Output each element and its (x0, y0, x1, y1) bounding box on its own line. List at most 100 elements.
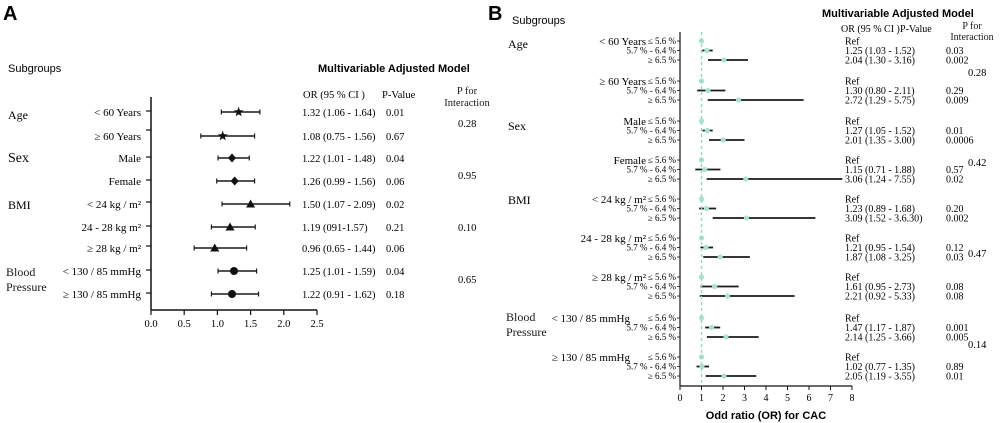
panel-b-p-value: 0.57 (946, 165, 964, 176)
panel-a-x-tick-label: 2.0 (277, 319, 290, 330)
panel-b-or-ci-value: Ref (845, 234, 860, 245)
panel-b-x-tick-label: 1 (699, 393, 704, 404)
panel-b-row: ≥ 6.5 % 2.72 (1.29 - 5.75) 0.009 (648, 95, 969, 107)
panel-b-hba1c-level: 5.7 % - 6.4 % (627, 46, 677, 56)
panel-b-point (721, 57, 727, 63)
panel-b-or-ci-value: 2.72 (1.29 - 5.75) (845, 96, 915, 107)
panel-a: A Subgroups Multivariable Adjusted Model… (3, 3, 490, 330)
panel-a-p-value: 0.02 (386, 200, 404, 211)
panel-b-row: 5.7 % - 6.4 %1.47 (1.17 - 1.87)0.001 (627, 323, 969, 335)
panel-a-x-tick-label: 1.0 (211, 319, 224, 330)
panel-b-point (724, 293, 731, 299)
panel-b-or-ci-value: Ref (845, 314, 860, 325)
panel-b-p-value: 0.02 (946, 175, 964, 186)
panel-b-point (698, 315, 705, 321)
panel-b-category-bmi: BMI (508, 193, 531, 207)
panel-b-pint-value: 0.14 (968, 340, 987, 351)
panel-a-point-diamond (228, 153, 237, 163)
panel-a-x-tick-label: 0.0 (144, 319, 157, 330)
panel-a-point-circle (228, 290, 237, 298)
panel-b-or-ci-value: 2.01 (1.35 - 3.00) (845, 136, 915, 147)
panel-b-or-ci-value: 1.15 (0.71 - 1.88) (845, 165, 915, 176)
panel-b-hba1c-level: ≤ 5.6 % (648, 272, 677, 282)
panel-a-label: A (3, 3, 17, 25)
panel-b-hba1c-level: ≤ 5.6 % (648, 352, 677, 362)
panel-b-p-value: 0.01 (946, 126, 964, 137)
panel-a-subgroups-header: Subgroups (8, 63, 62, 75)
panel-b-p-value: 0.001 (946, 323, 969, 334)
panel-b-row: ≥ 6.5 %2.05 (1.19 - 3.55)0.01 (648, 371, 964, 383)
panel-b-p-value: 0.0006 (946, 136, 974, 147)
panel-a-point-triangle (225, 222, 235, 231)
panel-b-hba1c-level: 5.7 % - 6.4 % (627, 323, 677, 333)
panel-b-hba1c-level: ≥ 6.5 % (648, 174, 677, 184)
panel-b-point (698, 274, 705, 280)
panel-b-x-tick-label: 4 (764, 393, 769, 404)
panel-b-row: 5.7 % - 6.4 %1.15 (0.71 - 1.88)0.57 (627, 165, 964, 177)
panel-b-p-value: 0.002 (946, 56, 969, 67)
panel-b-point (743, 176, 749, 182)
panel-b-or-ci-value: 1.27 (1.05 - 1.52) (845, 126, 915, 137)
panel-b-row: 5.7 % - 6.4 %1.30 (0.80 - 2.11)0.29 (627, 86, 964, 98)
panel-b-x-tick-label: 2 (721, 393, 726, 404)
panel-b-point (698, 196, 705, 202)
panel-b-or-ci-value: Ref (845, 156, 860, 167)
panel-a-p-value: 0.04 (386, 154, 405, 165)
panel-a-model-header: Multivariable Adjusted Model (318, 63, 470, 75)
panel-b-hba1c-level: 5.7 % - 6.4 % (627, 126, 677, 136)
panel-a-or-ci-value: 1.22 (0.91 - 1.62) (302, 290, 376, 301)
panel-b-p-value: 0.29 (946, 86, 964, 97)
panel-b-x-tick-label: 7 (828, 393, 833, 404)
panel-a-row-label: 24 - 28 kg m² (81, 222, 141, 234)
panel-b-or-ci-value: 3.09 (1.52 - 3.6.30) (845, 214, 923, 225)
panel-b-hba1c-level: ≥ 6.5 % (648, 95, 677, 105)
panel-a-or-col-header: OR (95 % CI ) (303, 90, 365, 101)
panel-a-x-tick-label: 1.5 (244, 319, 257, 330)
panel-b-or-ci-value: 1.25 (1.03 - 1.52) (845, 46, 915, 57)
panel-b-x-tick-label: 3 (742, 393, 747, 404)
panel-b-p-value: 0.08 (946, 292, 964, 303)
panel-b-x-axis-label: Odd ratio (OR) for CAC (706, 410, 826, 422)
panel-b-row: 5.7 % - 6.4 % 1.27 (1.05 - 1.52) 0.01 (627, 126, 964, 138)
panel-a-row-label: Male (118, 153, 141, 165)
panel-b-or-ci-value: Ref (845, 117, 860, 128)
panel-a-or-ci-value: 1.50 (1.07 - 2.09) (302, 200, 376, 211)
panel-b-group-label: ≥ 28 kg / m² (592, 272, 647, 284)
panel-b-p-value: 0.08 (946, 282, 964, 293)
panel-b-hba1c-level: ≥ 6.5 % (648, 135, 677, 145)
panel-a-point-circle (230, 267, 238, 275)
panel-b-pint-col-header-box: P for Interaction (950, 21, 993, 43)
panel-b-row: 5.7 % - 6.4 %1.61 (0.95 - 2.73)0.08 (627, 282, 964, 294)
panel-a-category-age: Age (8, 108, 28, 122)
panel-a-point-star (217, 130, 228, 141)
panel-b-hba1c-level: ≤ 5.6 % (648, 116, 677, 126)
panel-b-point (721, 373, 727, 379)
panel-a-or-ci-value: 0.96 (0.65 - 1.44) (302, 244, 376, 255)
panel-b-hba1c-level: ≤ 5.6 % (648, 36, 677, 46)
panel-b-point (712, 283, 718, 290)
panel-b-group-label: Female (614, 155, 646, 167)
panel-a-or-ci-value: 1.22 (1.01 - 1.48) (302, 154, 376, 165)
panel-b-p-value: 0.12 (946, 243, 964, 254)
panel-b-row: ≥ 6.5 %3.09 (1.52 - 3.6.30)0.002 (648, 213, 969, 225)
panel-a-pint-sex: 0.95 (458, 171, 476, 182)
panel-b-row: ≥ 6.5 % 2.01 (1.35 - 3.00) 0.0006 (648, 135, 974, 147)
panel-b-row: ≥ 6.5 %1.87 (1.08 - 3.25)0.03 (648, 252, 964, 264)
panel-a-pint-bp: 0.65 (458, 275, 476, 286)
panel-b-hba1c-level: ≥ 6.5 % (648, 213, 677, 223)
panel-a-row-label: < 24 kg / m² (87, 199, 142, 211)
panel-b-p-value: 0.009 (946, 96, 969, 107)
panel-b-point (743, 215, 750, 221)
